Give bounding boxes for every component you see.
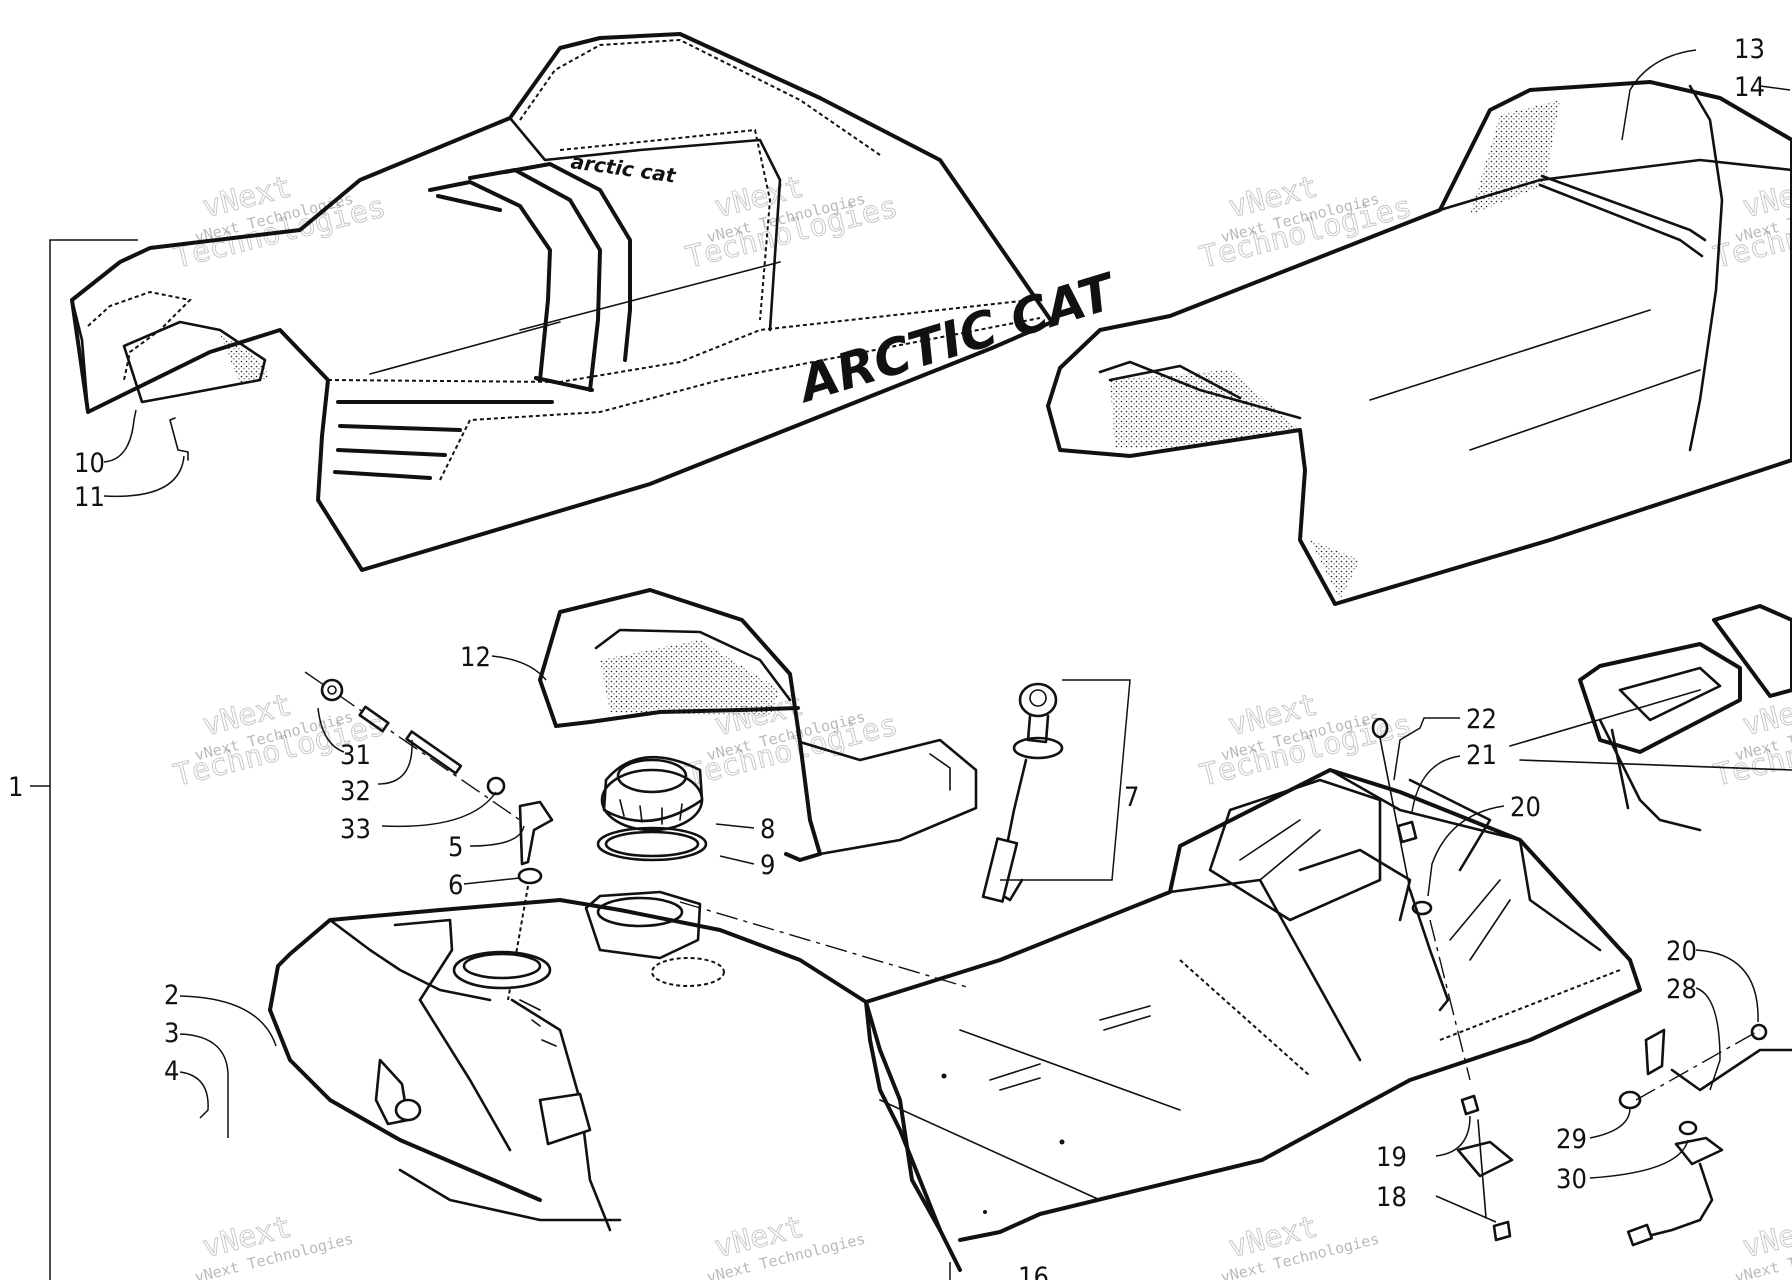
callout-29: 29 — [1556, 1124, 1587, 1155]
callout-4: 4 — [164, 1056, 179, 1087]
callout-28: 28 — [1666, 974, 1697, 1005]
callout-30: 30 — [1556, 1164, 1587, 1195]
watermark: vNext Technologies vNext Technologies — [682, 169, 902, 276]
watermark: vNext vNext Technologies — [1733, 1209, 1792, 1280]
callout-labels: 1 2 3 4 5 6 7 8 9 10 11 12 13 14 16 18 1… — [8, 34, 1765, 1280]
watermark: vNext vNext Technologies — [1219, 1209, 1381, 1280]
chassis-tunnel-part — [679, 768, 1642, 1242]
callout-32: 32 — [340, 776, 371, 807]
callout-16: 16 — [1018, 1262, 1049, 1280]
fuel-tank-part — [268, 890, 962, 1272]
taillight-part — [1509, 604, 1792, 832]
hardware-parts — [1371, 717, 1792, 1247]
watermark: vNext vNext Technologies — [705, 1209, 867, 1280]
watermark: vNext Technologies vNext Technologies — [1710, 687, 1792, 794]
seat-assembly-left: arctic cat ARCTIC CAT — [70, 32, 1125, 572]
leader-lines — [103, 49, 1791, 1280]
callout-22: 22 — [1466, 704, 1497, 735]
callout-2: 2 — [164, 980, 179, 1011]
watermark: vNext Technologies vNext Technologies — [1196, 687, 1416, 794]
fuel-cap-part — [596, 755, 708, 862]
assembly-bracket — [30, 239, 138, 1280]
watermark: vNext Technologies vNext Technologies — [170, 687, 390, 794]
callout-33: 33 — [340, 814, 371, 845]
callout-14: 14 — [1734, 72, 1765, 103]
seat-cushion-part — [538, 588, 978, 862]
callout-31: 31 — [340, 740, 371, 771]
callout-3: 3 — [164, 1018, 179, 1049]
callout-10: 10 — [74, 448, 105, 479]
callout-19: 19 — [1376, 1142, 1407, 1173]
arctic-cat-logo: ARCTIC CAT — [789, 262, 1125, 415]
callout-1: 1 — [8, 772, 23, 803]
watermark: vNext Technologies vNext Technologies — [170, 169, 390, 276]
callout-6: 6 — [448, 870, 463, 901]
callout-20-lower: 20 — [1666, 936, 1697, 967]
fuel-gauge-sender-part — [981, 679, 1131, 903]
callout-7: 7 — [1124, 782, 1139, 813]
callout-9: 9 — [760, 850, 775, 881]
callout-20-upper: 20 — [1510, 792, 1541, 823]
watermark: vNext vNext Technologies — [193, 1209, 355, 1280]
callout-11: 11 — [74, 482, 105, 513]
seat-assembly-right — [1046, 80, 1792, 606]
callout-5: 5 — [448, 832, 463, 863]
watermark: vNext Technologies vNext Technologies — [1196, 169, 1416, 276]
callout-8: 8 — [760, 814, 775, 845]
callout-18: 18 — [1376, 1182, 1407, 1213]
callout-13: 13 — [1734, 34, 1765, 65]
callout-12: 12 — [460, 642, 491, 673]
callout-21: 21 — [1466, 740, 1497, 771]
